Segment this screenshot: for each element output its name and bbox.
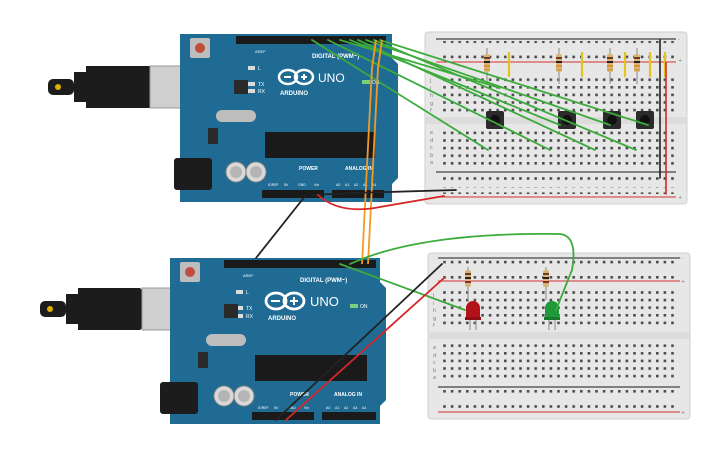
resistor-2[interactable] — [556, 48, 562, 84]
digital-header-bottom[interactable] — [224, 260, 376, 268]
row-label-e: e — [430, 130, 433, 136]
rx-label: RX — [258, 89, 266, 95]
l-label: L — [246, 290, 249, 296]
wires-power-top[interactable] — [255, 39, 667, 259]
logo-text: ARDUINO — [280, 91, 308, 97]
row-label-f: f — [433, 323, 435, 329]
row-label-e: e — [433, 345, 436, 351]
row-label-j: j — [432, 293, 434, 299]
row-label-c: c — [433, 360, 436, 366]
ioref-label: IOREF — [258, 406, 269, 410]
analog-label: ANALOG IN — [345, 166, 373, 172]
v5-label: 5V — [284, 183, 289, 187]
a2-label: A2 — [354, 183, 358, 187]
row-label-a: a — [430, 160, 433, 166]
arduino-logo-icon — [277, 68, 315, 86]
yellow-jumpers[interactable] — [507, 52, 667, 77]
row-label-g: g — [433, 316, 436, 322]
row-label-i: i — [433, 301, 434, 307]
on-label: ON — [372, 80, 380, 86]
wires-power-bottom[interactable] — [275, 263, 445, 421]
power-header-bottom[interactable] — [252, 412, 314, 420]
analog-header-top[interactable] — [332, 190, 384, 198]
digital-label: DIGITAL (PWM~) — [300, 278, 347, 284]
model-text: UNO — [318, 71, 345, 85]
rx-label: RX — [246, 314, 254, 320]
a1-label: A1 — [345, 183, 349, 187]
v5-label: 5V — [274, 406, 279, 410]
tx-label: TX — [246, 306, 253, 312]
arduino-top[interactable]: DIGITAL (PWM~) AREF UNO ARDUINO L TX RX … — [48, 34, 398, 202]
usb-cable-top — [48, 65, 193, 109]
power-label: POWER — [299, 166, 318, 172]
aref-label: AREF — [255, 49, 266, 54]
power-label: POWER — [290, 392, 309, 398]
atmega-chip — [255, 355, 367, 381]
pushbutton-2[interactable] — [558, 111, 576, 129]
digital-label: DIGITAL (PWM~) — [312, 54, 359, 60]
led-red[interactable] — [465, 301, 481, 330]
a4-label: A4 — [362, 406, 366, 410]
row-label-j: j — [429, 78, 431, 84]
a1-label: A1 — [335, 406, 339, 410]
a4-label: A4 — [372, 183, 376, 187]
gnd-label: GND — [288, 406, 296, 410]
rail-plus-bottom: + — [678, 195, 682, 201]
row-label-g: g — [430, 101, 433, 107]
wires-green-top[interactable] — [311, 39, 649, 151]
arduino-logo-icon — [264, 291, 306, 311]
breadboard-bottom[interactable]: j i h g f e d c b a + + - — [427, 252, 691, 420]
row-label-h: h — [430, 93, 433, 99]
row-label-c: c — [430, 145, 433, 151]
l-label: L — [258, 66, 261, 72]
row-label-b: b — [433, 368, 436, 374]
row-label-d: d — [433, 353, 436, 359]
a2-label: A2 — [344, 406, 348, 410]
usb-cable-bottom — [40, 287, 185, 331]
arduino-bottom[interactable]: DIGITAL (PWM~) AREF UNO ARDUINO L TX RX … — [40, 258, 386, 424]
analog-header-bottom[interactable] — [322, 412, 376, 420]
on-label: ON — [360, 304, 368, 310]
digital-header-top[interactable] — [236, 36, 386, 44]
a3-label: A3 — [353, 406, 357, 410]
rail-minus: - — [681, 256, 683, 262]
gnd-label: GND — [298, 183, 306, 187]
analog-label: ANALOG IN — [334, 392, 362, 398]
row-label-i: i — [430, 86, 431, 92]
aref-label: AREF — [243, 273, 254, 278]
model-text: UNO — [310, 294, 339, 309]
a0-label: A0 — [326, 406, 330, 410]
power-header-top[interactable] — [262, 190, 324, 198]
wires-green-bottom[interactable] — [339, 232, 575, 311]
row-label-b: b — [430, 153, 433, 159]
atmega-chip — [265, 132, 375, 158]
resistor-4[interactable] — [634, 48, 640, 84]
resistor-1[interactable] — [484, 48, 490, 84]
row-label-f: f — [430, 108, 432, 114]
power-jack[interactable] — [174, 158, 212, 190]
logo-text: ARDUINO — [268, 316, 296, 322]
wires-orange[interactable] — [361, 39, 383, 265]
rail-plus: + — [681, 279, 685, 285]
row-label-a: a — [433, 375, 436, 381]
rail-plus: + — [678, 58, 682, 64]
row-label-d: d — [430, 138, 433, 144]
vin-label: Vin — [304, 406, 309, 410]
resistor-3[interactable] — [607, 48, 613, 84]
led-green[interactable] — [544, 301, 560, 330]
a0-label: A0 — [336, 183, 340, 187]
ioref-label: IOREF — [268, 183, 279, 187]
rail-minus: - — [678, 37, 680, 43]
resistor-6[interactable] — [543, 267, 549, 300]
row-label-h: h — [433, 308, 436, 314]
pushbutton-4[interactable] — [636, 111, 654, 129]
resistor-5[interactable] — [465, 267, 471, 300]
power-jack[interactable] — [160, 382, 198, 414]
rail-plus-bottom: + — [681, 410, 685, 416]
tx-label: TX — [258, 82, 265, 88]
vin-label: Vin — [314, 183, 319, 187]
